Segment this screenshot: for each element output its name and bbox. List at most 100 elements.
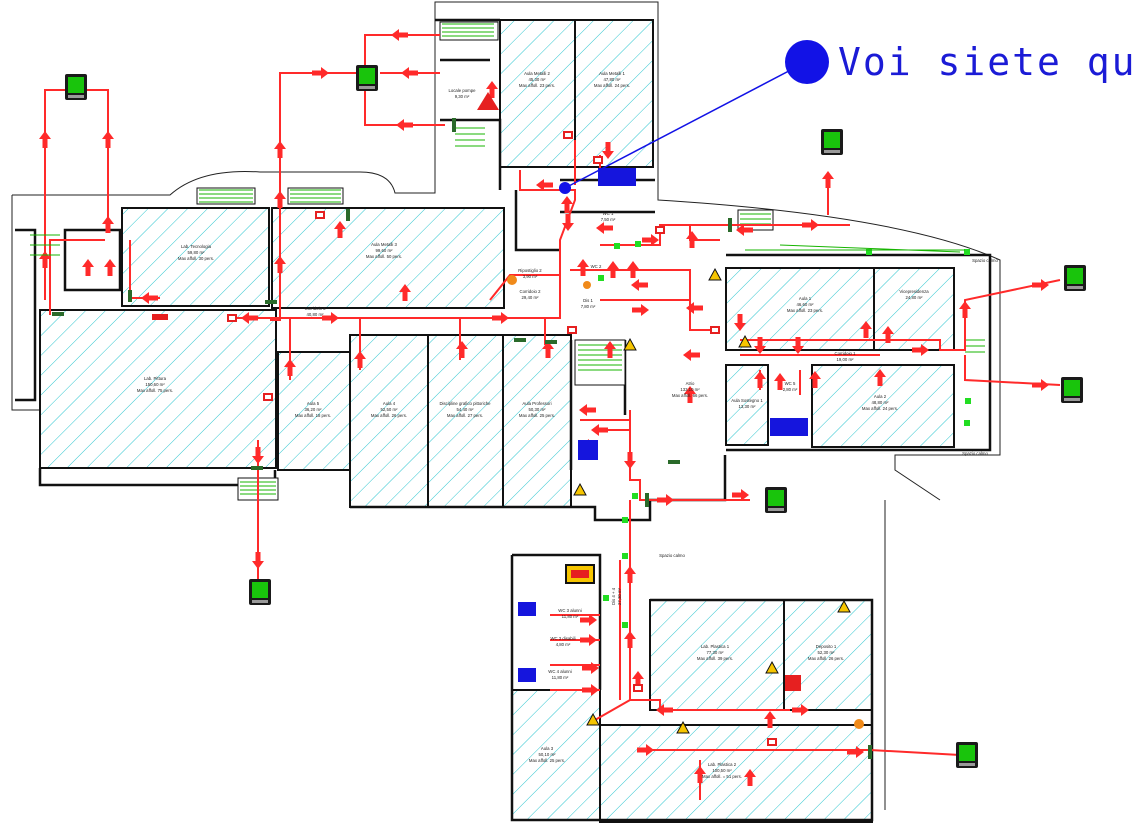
you-are-here-legend-dot bbox=[785, 40, 829, 84]
orange-dot bbox=[583, 281, 591, 289]
assembly-point-icon bbox=[65, 74, 87, 100]
you-are-here-pointer bbox=[564, 61, 807, 189]
room-lab-plastica-1 bbox=[649, 599, 785, 711]
room-name: Aula 3 bbox=[541, 746, 554, 751]
room-name: Atrio bbox=[686, 381, 695, 386]
svg-text:Dis 17,80 m²: Dis 17,80 m² bbox=[581, 298, 596, 309]
assembly-point-icon bbox=[1064, 265, 1086, 291]
extinguisher-icon bbox=[315, 211, 325, 219]
room-aula-metalli-1 bbox=[574, 19, 654, 168]
orange-dot bbox=[507, 275, 517, 285]
room-name: Aula Metalli 3 bbox=[371, 242, 397, 247]
room-name: Deposito 1 bbox=[816, 644, 837, 649]
room-name: Aula Metalli 2 bbox=[524, 71, 550, 76]
assembly-point-icon bbox=[249, 579, 271, 605]
extinguisher-icon bbox=[767, 738, 777, 746]
room-name: Aula 1 bbox=[799, 296, 812, 301]
svg-text:WC 17,50 m²: WC 17,50 m² bbox=[601, 211, 616, 222]
safe-space-labels: Spazio calmo Spazio calmo Spazio calmo bbox=[659, 258, 998, 558]
extinguisher-icon bbox=[593, 156, 603, 164]
svg-text:Corridoio 340,80 m²: Corridoio 340,80 m² bbox=[304, 306, 326, 317]
you-are-here-label: Voi siete qui bbox=[838, 40, 1137, 84]
extinguisher-icon bbox=[563, 131, 573, 139]
room-name: Aula Sostegno 1 bbox=[731, 398, 763, 403]
room-name: WC 1 bbox=[603, 211, 614, 216]
danger-triangle-icon bbox=[477, 92, 499, 110]
doors bbox=[52, 118, 872, 759]
extinguisher-icon bbox=[655, 226, 665, 234]
room-discipline-grafico bbox=[427, 334, 504, 508]
room-name: Aula Professori bbox=[522, 401, 551, 406]
room-aula-3 bbox=[511, 689, 601, 821]
room-name: WC 4 alunni bbox=[548, 669, 571, 674]
you-are-here: Voi siete qui bbox=[559, 40, 1137, 194]
room-lab-tecnologia bbox=[121, 207, 270, 307]
svg-text:Aula Sostegno 113,30 m²: Aula Sostegno 113,30 m² bbox=[731, 398, 763, 409]
room-deposito-1 bbox=[783, 599, 873, 711]
room-name: Lab. Plastica 1 bbox=[701, 644, 730, 649]
svg-text:Corridoio 229,40 m²: Corridoio 229,40 m² bbox=[519, 289, 541, 300]
svg-text:Ripostiglio 23,90 m²: Ripostiglio 23,90 m² bbox=[518, 268, 542, 279]
room-aula-metalli-2 bbox=[499, 19, 576, 168]
room-aula-metalli-3 bbox=[271, 207, 505, 309]
room-name: Aula Metalli 1 bbox=[599, 71, 625, 76]
svg-text:WC 52,80 m²: WC 52,80 m² bbox=[783, 381, 798, 392]
svg-text:Spazio calmo: Spazio calmo bbox=[659, 553, 685, 558]
room-name: Ripostiglio 2 bbox=[518, 268, 542, 273]
extinguisher-icon bbox=[710, 326, 720, 334]
room-name: Lab. Tecnologia bbox=[181, 244, 212, 249]
site-outline bbox=[11, 1, 1001, 810]
room-name: Lab. Plastica 2 bbox=[708, 762, 737, 767]
room-lab-pittura bbox=[39, 309, 277, 469]
warning-icon bbox=[573, 483, 587, 496]
svg-text:Spazio calmo: Spazio calmo bbox=[962, 451, 988, 456]
room-name: Corridoio 2 bbox=[519, 289, 541, 294]
assembly-point-icon bbox=[1061, 377, 1083, 403]
svg-text:WC 2: WC 2 bbox=[591, 264, 602, 269]
room-name: Discipline grafico pittoriche bbox=[439, 401, 491, 406]
fire-hose-box bbox=[785, 675, 801, 691]
assembly-point-icon bbox=[356, 65, 378, 91]
assembly-point-icon bbox=[765, 487, 787, 513]
room-name: Dis 4 + 4 bbox=[611, 587, 616, 605]
room-name: Aula 5 bbox=[307, 401, 320, 406]
room-name: Lab. Pittura bbox=[144, 376, 167, 381]
room-name: WC 3 alunni bbox=[558, 608, 581, 613]
corridor-guides bbox=[30, 234, 965, 256]
svg-text:Spazio calmo: Spazio calmo bbox=[972, 258, 998, 263]
extinguisher-icon bbox=[263, 393, 273, 401]
assembly-point-icon bbox=[956, 742, 978, 768]
room-name: Dis 1 bbox=[583, 298, 593, 303]
svg-text:Corridoio 119,00 m²: Corridoio 119,00 m² bbox=[834, 351, 856, 362]
room-name: WC 3 disabili bbox=[550, 636, 575, 641]
extinguisher-icon bbox=[227, 314, 237, 322]
room-name: Locale pompe bbox=[449, 88, 477, 93]
room-name: WC 2 bbox=[591, 264, 602, 269]
room-name: Vicepresidenza bbox=[899, 289, 929, 294]
room-name: Corridoio 3 bbox=[304, 306, 326, 311]
orange-dot bbox=[854, 719, 864, 729]
fire-hose-box bbox=[152, 314, 168, 320]
